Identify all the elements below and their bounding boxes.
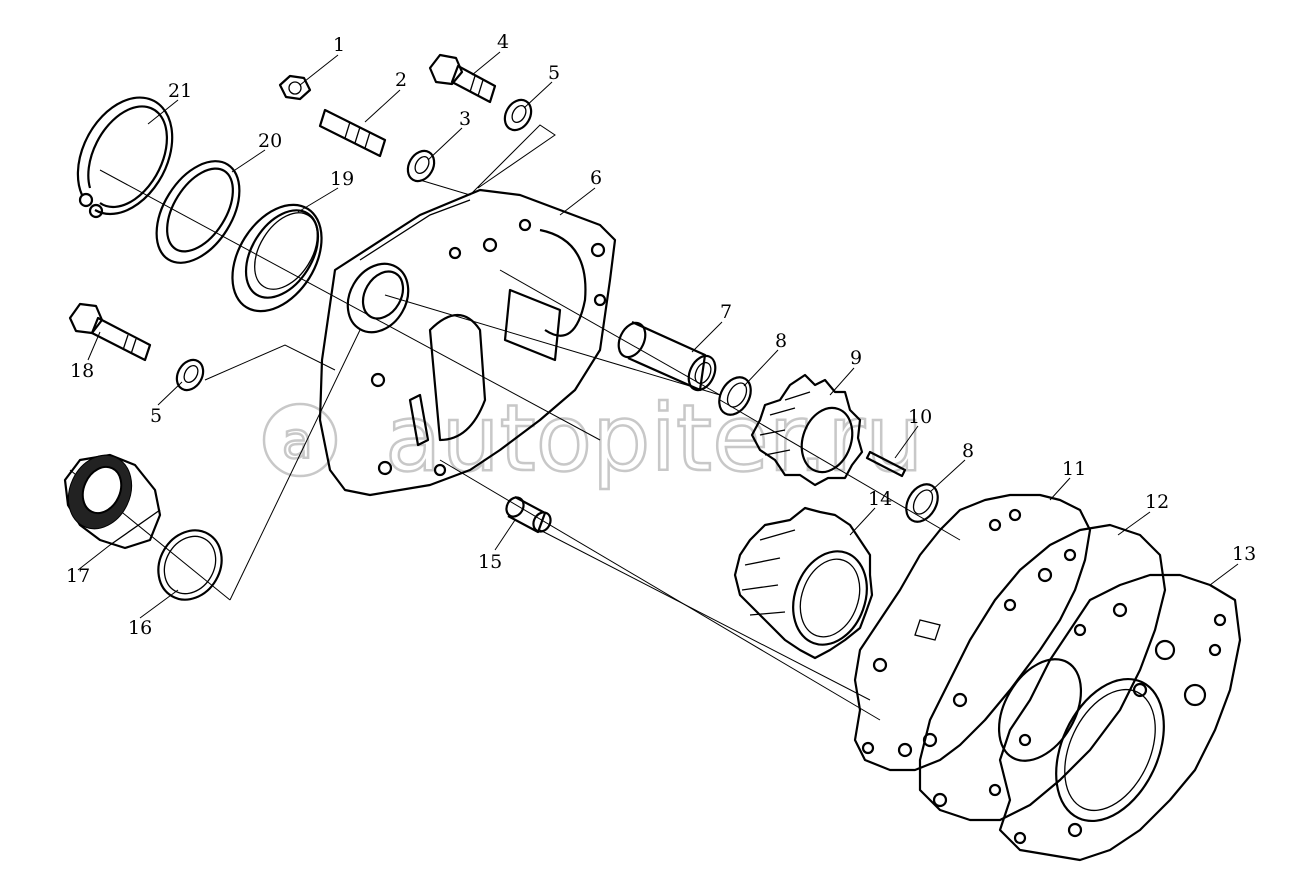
- part-9-small-gear: [750, 373, 864, 487]
- callout-14: 14: [868, 488, 892, 510]
- callout-9: 9: [850, 347, 862, 369]
- callout-8-upper: 8: [775, 330, 787, 352]
- callout-4: 4: [497, 31, 509, 53]
- part-13-cover: [998, 573, 1242, 862]
- part-15-dowel: [505, 496, 552, 534]
- part-5-washer-upper: [503, 98, 533, 132]
- callout-6: 6: [590, 167, 602, 189]
- callout-2: 2: [395, 69, 407, 91]
- part-5-washer-lower: [175, 358, 205, 392]
- part-16-o-ring: [157, 529, 223, 601]
- part-14-large-gear: [733, 506, 874, 660]
- part-1-nut: [278, 74, 312, 101]
- part-18-bolt: [68, 302, 152, 362]
- part-20-washer: [155, 160, 241, 264]
- callout-5-upper: 5: [548, 62, 560, 84]
- part-7-bushing: [617, 320, 717, 392]
- callout-1: 1: [333, 34, 345, 56]
- callout-11: 11: [1062, 458, 1086, 480]
- part-21-circlip: [76, 96, 174, 219]
- callout-7: 7: [720, 301, 732, 323]
- callout-5-lower: 5: [150, 405, 162, 427]
- callout-13: 13: [1232, 543, 1256, 565]
- assembly-lines: [69, 124, 961, 721]
- part-6-housing: [318, 188, 617, 497]
- part-10-pin: [865, 450, 907, 478]
- callout-17: 17: [66, 565, 90, 587]
- callout-18: 18: [70, 360, 94, 382]
- callout-21: 21: [168, 80, 192, 102]
- callout-16: 16: [128, 617, 152, 639]
- part-17-fitting: [63, 453, 162, 550]
- part-4-bolt: [428, 53, 497, 104]
- part-19-seal: [231, 203, 323, 313]
- callouts: 1 2 3 4 5 6 7 8 9 10 8 11 12 13 14 15 16…: [66, 31, 1256, 639]
- part-8-washer-upper: [718, 376, 752, 416]
- callout-19: 19: [330, 168, 354, 190]
- callout-15: 15: [478, 551, 502, 573]
- part-3-washer: [406, 149, 436, 183]
- part-2-stud: [318, 108, 387, 158]
- callout-3: 3: [459, 108, 471, 130]
- watermark: a autopiter.ru: [262, 384, 925, 493]
- callout-12: 12: [1145, 491, 1169, 513]
- callout-10: 10: [908, 406, 932, 428]
- part-12-plate: [918, 523, 1167, 822]
- part-11-gasket: [853, 493, 1092, 772]
- watermark-text: autopiter.ru: [385, 385, 923, 492]
- part-8-washer-lower: [905, 483, 939, 523]
- callout-20: 20: [258, 130, 282, 152]
- callout-8-lower: 8: [962, 440, 974, 462]
